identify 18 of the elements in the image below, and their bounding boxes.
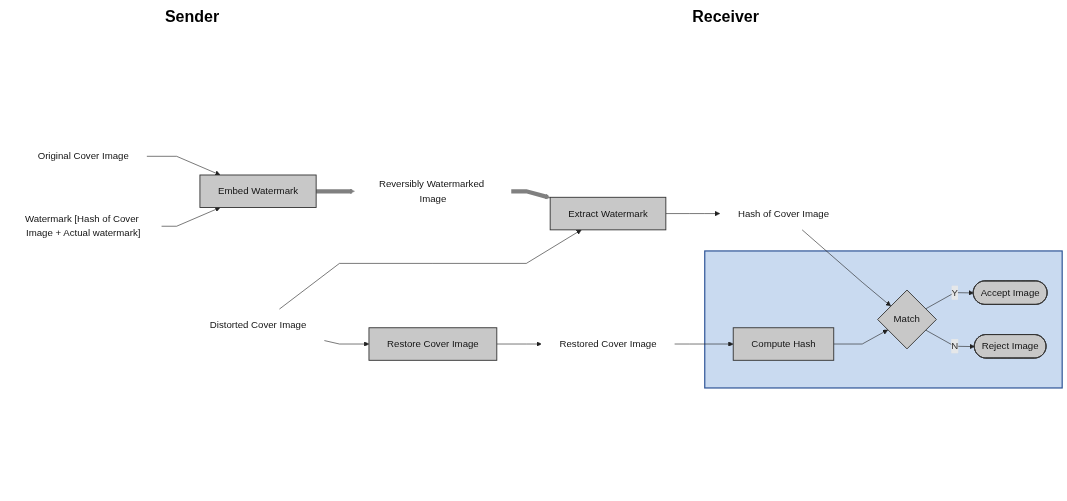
node-text: Hash of Cover Image xyxy=(737,208,830,219)
node-text: Watermark [Hash of Cover Image + Actual watermark] xyxy=(24,213,141,239)
node-text: Original Cover Image xyxy=(37,150,129,162)
section-heading: Sender xyxy=(163,8,221,26)
arrow xyxy=(511,189,551,200)
node-box: Extract Watermark xyxy=(549,196,667,231)
cluster xyxy=(704,250,1063,389)
section-heading: Receiver xyxy=(691,8,760,26)
node-diamond: Match xyxy=(877,289,937,350)
edge-label: Y xyxy=(951,287,958,298)
node-box: Embed Watermark xyxy=(199,174,317,208)
arrow xyxy=(316,188,355,194)
edge-label: N xyxy=(951,340,959,352)
node-text: Reversibly Watermarked Image xyxy=(378,178,485,204)
node-text: Distorted Cover Image xyxy=(209,319,307,331)
node-box: Compute Hash xyxy=(732,327,835,361)
node-box: Restore Cover Image xyxy=(368,327,498,361)
node-text: Restored Cover Image xyxy=(559,338,657,349)
